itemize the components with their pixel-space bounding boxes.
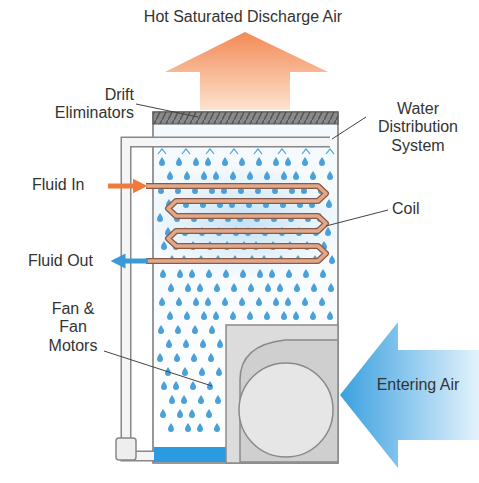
leader-line [332, 117, 366, 139]
part-label: Fluid Out [28, 252, 108, 270]
part-label: Water Distribution System [362, 100, 474, 155]
fan-housing [226, 325, 338, 463]
basin-water [154, 447, 226, 462]
entering-air-arrow [340, 322, 479, 468]
part-label: Fan & Fan Motors [44, 300, 102, 355]
spray-nozzles [158, 149, 334, 154]
part-label: Fluid In [32, 176, 102, 194]
coil-tubes [146, 186, 326, 261]
part-label: Coil [392, 200, 442, 218]
discharge-arrow [165, 32, 328, 110]
spray-mist [140, 164, 350, 280]
leader-line [104, 351, 212, 386]
leader-line [326, 210, 388, 226]
fluid-in-arrow [108, 184, 140, 189]
part-label: Entering Air [376, 376, 460, 394]
leader-line [136, 104, 198, 117]
pump [116, 438, 136, 460]
part-label: Drift Eliminators [30, 86, 134, 123]
part-label: Hot Saturated Discharge Air [118, 8, 368, 26]
fluid-out-arrow [118, 259, 148, 264]
